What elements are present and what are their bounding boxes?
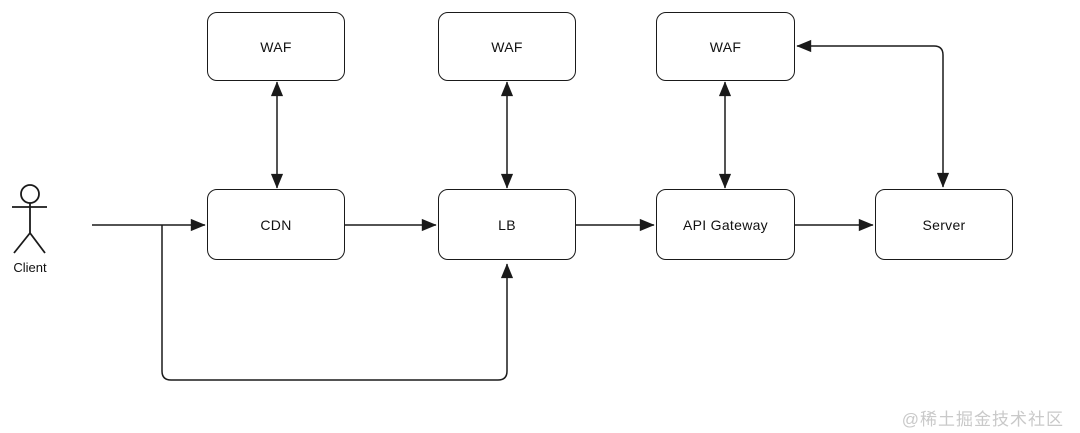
node-server-label: Server [922,216,966,233]
client-actor-label: Client [13,260,47,275]
node-cdn-label: CDN [260,216,292,233]
client-actor-icon [12,184,47,254]
node-waf-2: WAF [438,12,576,81]
node-waf-1-label: WAF [260,38,292,55]
node-lb-label: LB [498,216,516,233]
node-waf-3-label: WAF [709,38,742,55]
node-waf-3: WAF [656,12,795,81]
node-api-gateway: API Gateway [656,189,795,260]
watermark: @稀土掘金技术社区 [901,410,1064,429]
node-waf-2-label: WAF [491,38,523,55]
node-cdn: CDN [207,189,345,260]
edge-waf3-server-bidirectional [796,39,950,188]
edge-client-bypass-to-lb [161,225,514,381]
node-lb: LB [438,189,576,260]
node-server: Server [875,189,1013,260]
node-waf-1: WAF [207,12,345,81]
node-api-gateway-label: API Gateway [682,216,768,233]
